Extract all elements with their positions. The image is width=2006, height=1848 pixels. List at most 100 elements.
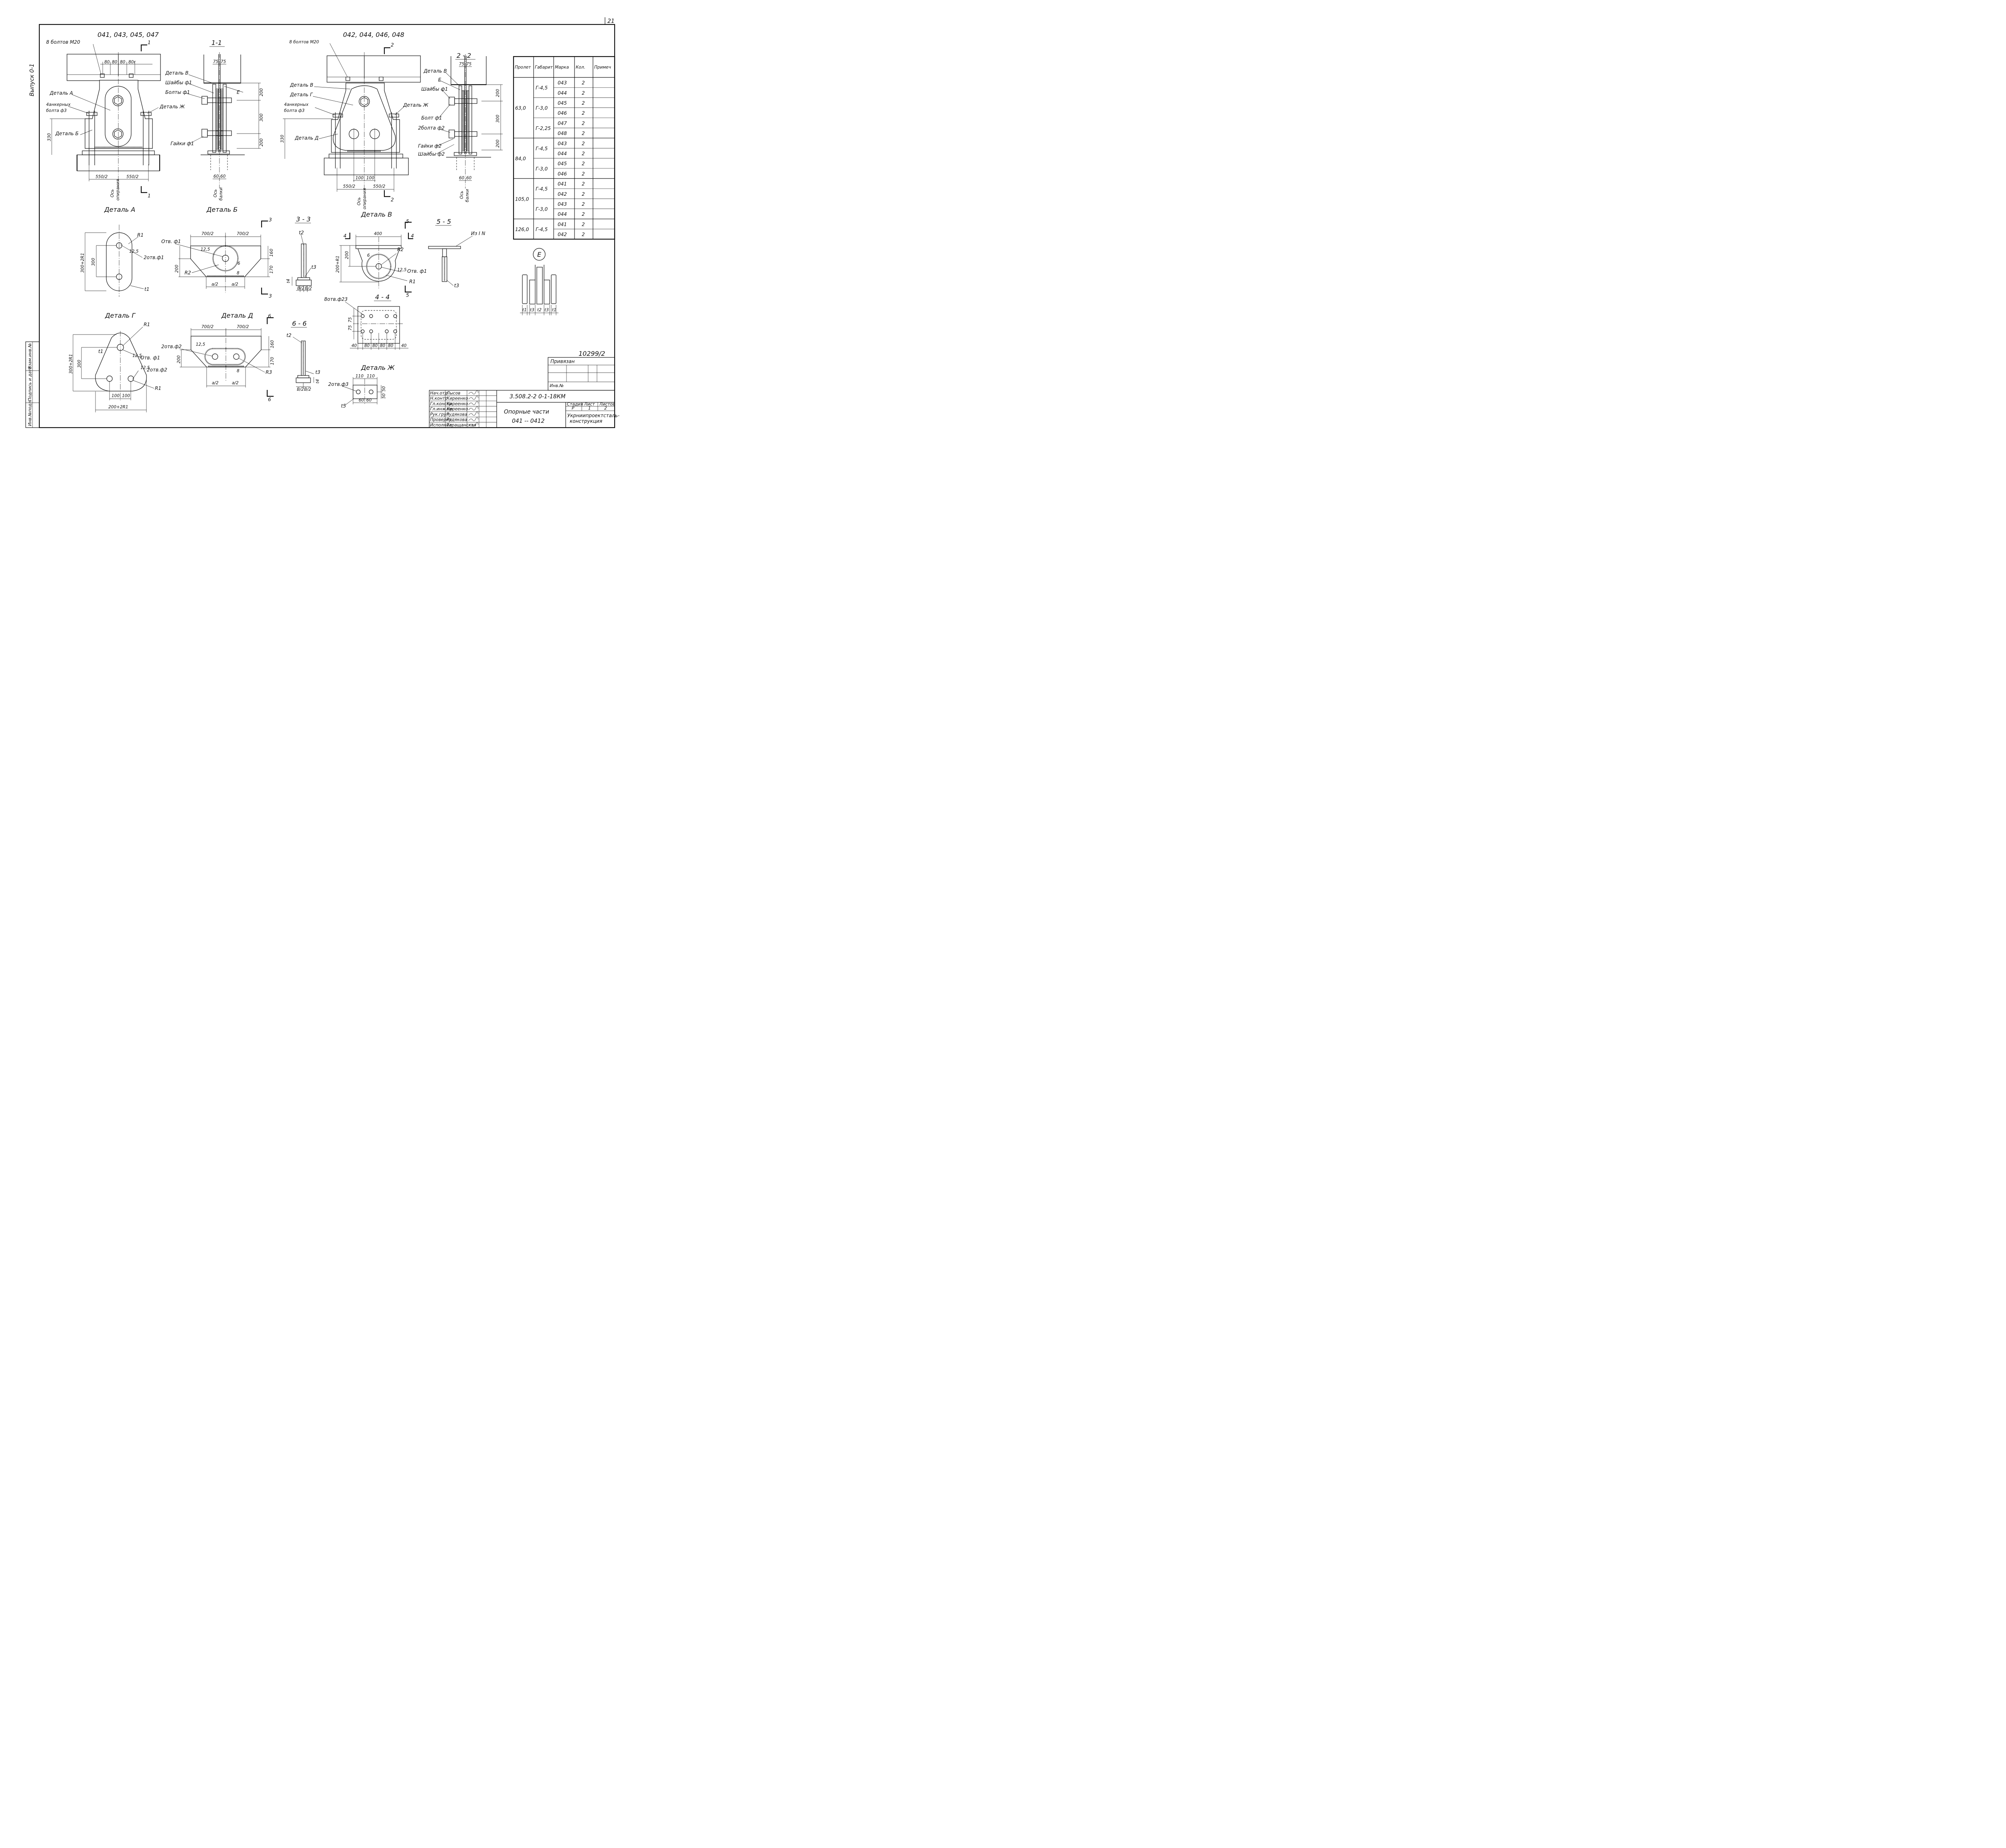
- label-e-1: Е: [237, 89, 240, 95]
- dim-60-b: 60: [220, 174, 226, 179]
- sheet-label: Лист: [584, 402, 595, 407]
- spec-mark: 047: [558, 120, 567, 126]
- stage-label: Стадия: [567, 402, 583, 407]
- label-t1-a: t1: [144, 286, 149, 292]
- section-mark-1-top: 1: [148, 40, 151, 45]
- spec-qty: 2: [582, 171, 585, 176]
- spec-gabarit: Г-4,5: [536, 146, 548, 151]
- label-detail-zh-1: Деталь Ж: [159, 104, 185, 110]
- dim-6-b: 6: [367, 253, 370, 258]
- dim-160-a: 160: [269, 249, 274, 257]
- dim-80-4b: 80: [372, 343, 378, 348]
- spec-mark: 041: [558, 181, 567, 187]
- dim-80-b: 80: [112, 60, 118, 65]
- label-t2-a: t2: [299, 230, 304, 235]
- title-person: Киреенко: [447, 396, 468, 401]
- support-axis-label-2b: опирания: [362, 188, 367, 209]
- dim-12-5-b: 12,5: [201, 247, 210, 252]
- dim-200-b: 200: [259, 138, 264, 146]
- spec-qty: 2: [582, 161, 585, 166]
- dim-110-a: 110: [355, 374, 363, 379]
- dim-100-g-a: 100: [112, 394, 120, 398]
- spec-span: 126,0: [515, 227, 529, 232]
- dim-200-r1: 200+R1: [335, 256, 340, 273]
- view-title-detail-zh: Деталь Ж: [361, 364, 395, 371]
- label-bolts-f1: Болты ф1: [165, 89, 190, 95]
- dim-60-zh-a: 60: [359, 398, 364, 403]
- label-detail-d-1: Деталь Д: [294, 135, 319, 141]
- section-mark-3-bottom: 3: [269, 293, 272, 299]
- section-mark-5-top: 5: [406, 219, 409, 224]
- dim-8-b: 8: [237, 369, 240, 373]
- spec-qty: 2: [582, 211, 585, 217]
- dim-550-2-right-2: 550/2: [373, 184, 386, 189]
- drawing-sheet: 21 Выпуск 0-1 041, 043, 045, 047 1 1: [25, 17, 619, 428]
- support-axis-label-2: опирания: [116, 179, 120, 201]
- spec-gabarit: Г-2,25: [536, 126, 551, 131]
- sheet-number: 21: [607, 18, 615, 24]
- dim-6-a: 6: [238, 261, 240, 266]
- dim-b2-c: B/2: [297, 387, 304, 392]
- view-title-detail-b: Деталь Б: [206, 206, 238, 213]
- dim-50-b: 50: [382, 393, 386, 399]
- dim-200-e: 200: [175, 265, 179, 273]
- node-e-t3-b: t3: [544, 308, 549, 312]
- spec-mark: 046: [558, 171, 567, 176]
- dim-a2-c: a/2: [212, 381, 219, 385]
- dim-300-b: 300: [495, 115, 500, 123]
- label-r1-v: R1: [409, 279, 416, 284]
- view-section-3-3: 3 - 3 t2 t3 t4 B/2 B/2: [286, 215, 316, 292]
- dim-60-zh-b: 60: [366, 398, 372, 403]
- title-role: Гл.инж.пр: [430, 407, 453, 412]
- spec-mark: 048: [558, 131, 567, 136]
- dim-b2-d: B/2: [304, 387, 311, 392]
- spec-mark: 043: [558, 80, 567, 86]
- label-t1-g: t1: [98, 349, 103, 354]
- spec-mark: 045: [558, 100, 567, 106]
- view-title-front-odd: 041, 043, 045, 047: [97, 31, 159, 39]
- label-anchor-1b: болта ф3: [46, 108, 67, 113]
- view-title-4-4: 4 - 4: [375, 293, 390, 301]
- dim-100-a: 100: [355, 176, 363, 181]
- view-title-1-1: 1-1: [211, 39, 222, 47]
- spec-qty: 2: [582, 201, 585, 207]
- label-nuts-f2: Гайки ф2: [418, 143, 442, 149]
- dim-80-c: 80: [120, 60, 126, 65]
- dim-12-5-c: 12,5: [397, 268, 407, 272]
- dim-60-d: 60: [466, 176, 472, 181]
- dim-170-b: 170: [270, 357, 275, 365]
- node-e-t1-a: t1: [522, 308, 527, 312]
- spec-qty: 2: [582, 232, 585, 237]
- title-role: Проверил: [430, 418, 452, 422]
- dim-a2-d: a/2: [232, 381, 239, 385]
- label-detail-g-1: Деталь Г: [290, 92, 313, 97]
- view-front-odd: 041, 043, 045, 047 1 1: [46, 31, 185, 201]
- signature: [468, 417, 479, 421]
- spec-qty: 2: [582, 100, 585, 106]
- dim-550-2-left-2: 550/2: [343, 184, 355, 189]
- dim-300-2r1-g: 300+2R1: [69, 354, 73, 374]
- spec-qty: 2: [582, 191, 585, 197]
- spec-header-3: Кол.: [576, 65, 585, 70]
- sheets-label: Листов: [599, 402, 615, 407]
- support-axis-label-2a: Ось: [357, 197, 361, 205]
- spec-mark: 045: [558, 161, 567, 166]
- spec-gabarit: Г-3,0: [536, 166, 548, 172]
- beam-axis-label-2b: балки: [465, 189, 470, 202]
- title-person: Киреенко: [447, 402, 468, 406]
- signature: [468, 422, 479, 426]
- dim-400: 400: [374, 231, 382, 236]
- dim-80-4c: 80: [380, 343, 386, 348]
- label-detail-v-1: Деталь В: [165, 70, 189, 76]
- spec-gabarit: Г-4,5: [536, 85, 548, 91]
- dim-75-d: 75: [466, 62, 472, 67]
- spec-qty: 2: [582, 80, 585, 86]
- signature: [468, 396, 479, 400]
- spec-mark: 044: [558, 211, 567, 217]
- dim-75-c: 75: [459, 62, 465, 67]
- view-title-detail-a: Деталь А: [104, 206, 135, 213]
- section-mark-2-bottom: 2: [391, 197, 394, 203]
- label-t4-a: t4: [286, 279, 291, 283]
- title-person: Киреенко: [447, 407, 468, 412]
